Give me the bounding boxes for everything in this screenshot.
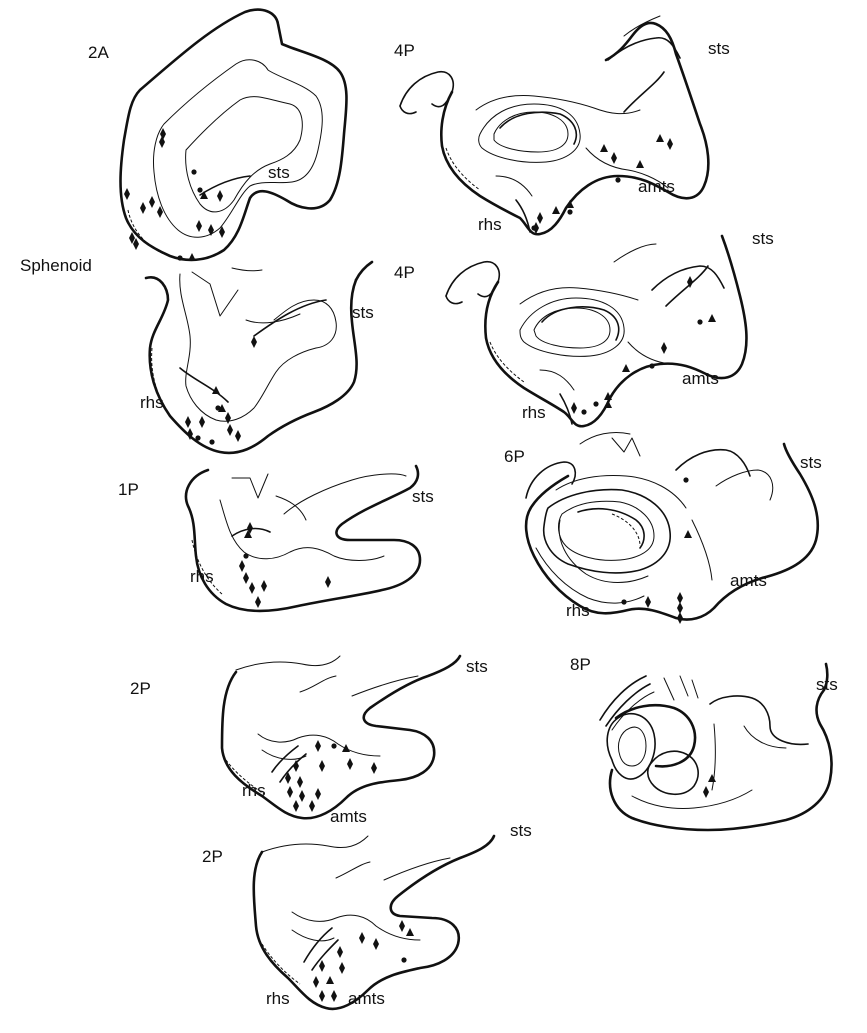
section-label-4P-b: 4P (394, 263, 415, 282)
section-label-2P-b: 2P (202, 847, 223, 866)
section-6P-label-amts: amts (730, 571, 767, 590)
section-4P-b-outline (484, 234, 748, 428)
section-4P-a-label-amts: amts (638, 177, 675, 196)
section-4P-b-markers (571, 276, 716, 415)
section-2P-a-label-amts: amts (330, 807, 367, 826)
section-2A-outline (119, 8, 348, 262)
section-2P-b: 2P sts rhs amts (202, 821, 532, 1011)
section-label-2P-a: 2P (130, 679, 151, 698)
section-6P-markers (621, 477, 692, 624)
section-label-4P-a: 4P (394, 41, 415, 60)
section-2P-a-outline (220, 654, 462, 820)
section-4P-a-label-rhs: rhs (478, 215, 502, 234)
section-2P-b-label-sts: sts (510, 821, 532, 840)
section-6P-label-rhs: rhs (566, 601, 590, 620)
section-1P-outline (184, 464, 422, 613)
section-2A: 2A sts (88, 8, 348, 262)
section-2P-a-label-sts: sts (466, 657, 488, 676)
section-label-8P: 8P (570, 655, 591, 674)
section-6P: 6P sts amts rhs (504, 431, 822, 624)
section-4P-b-label-sts: sts (752, 229, 774, 248)
section-1P-markers (239, 522, 331, 608)
section-2A-label-sts: sts (268, 163, 290, 182)
section-sphenoid-label-sts: sts (352, 303, 374, 322)
section-2P-a-label-rhs: rhs (242, 781, 266, 800)
section-4P-b-label-rhs: rhs (522, 403, 546, 422)
section-2P-b-markers (313, 920, 414, 1002)
section-8P-label-sts: sts (816, 675, 838, 694)
section-1P-label-rhs: rhs (190, 567, 214, 586)
section-4P-a: 4P sts amts rhs (394, 15, 730, 236)
section-6P-outline (524, 442, 820, 621)
section-sphenoid-outline (144, 276, 358, 455)
section-4P-a-markers (531, 134, 673, 234)
section-4P-a-label-sts: sts (708, 39, 730, 58)
section-2P-a-markers (285, 740, 377, 812)
section-4P-b: 4P sts amts rhs (394, 229, 774, 428)
section-8P-outline (608, 662, 833, 832)
section-sphenoid-label-rhs: rhs (140, 393, 164, 412)
section-8P-ring (606, 712, 656, 780)
section-1P-label-sts: sts (412, 487, 434, 506)
section-8P-markers (703, 774, 716, 798)
section-sphenoid: Sphenoid sts rhs (20, 256, 374, 455)
section-sphenoid-markers (185, 336, 257, 445)
section-6P-label-sts: sts (800, 453, 822, 472)
section-2P-b-label-rhs: rhs (266, 989, 290, 1008)
section-label-sphenoid: Sphenoid (20, 256, 92, 275)
section-2P-b-outline (252, 834, 496, 1011)
section-label-2A: 2A (88, 43, 109, 62)
section-label-6P: 6P (504, 447, 525, 466)
section-8P: 8P sts (570, 655, 838, 832)
section-label-1P: 1P (118, 480, 139, 499)
section-4P-b-label-amts: amts (682, 369, 719, 388)
section-4P-a-outline (440, 21, 710, 236)
section-2A-markers (124, 128, 225, 261)
section-2P-a: 2P sts rhs amts (130, 654, 488, 826)
section-2P-b-label-amts: amts (348, 989, 385, 1008)
section-1P: 1P sts rhs (118, 464, 434, 613)
